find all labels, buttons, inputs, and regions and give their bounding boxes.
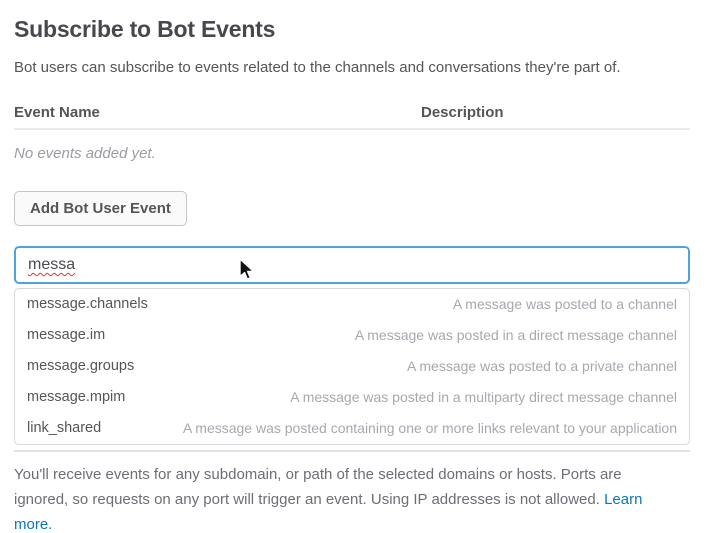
suggestion-name: message.mpim	[27, 389, 126, 405]
add-bot-user-event-button[interactable]: Add Bot User Event	[14, 191, 187, 226]
suggestion-row-message-im[interactable]: message.im A message was posted in a dir…	[15, 320, 689, 351]
empty-events-message: No events added yet.	[14, 145, 156, 162]
suggestion-description: A message was posted in a direct message…	[354, 327, 677, 343]
section-divider	[14, 450, 690, 452]
suggestion-name: message.im	[27, 327, 106, 343]
events-table-header: Event Name Description	[14, 105, 690, 130]
suggestion-row-message-groups[interactable]: message.groups A message was posted to a…	[15, 351, 689, 382]
event-search-value: messa	[28, 256, 76, 273]
suggestion-row-message-mpim[interactable]: message.mpim A message was posted in a m…	[15, 382, 689, 413]
column-header-event-name: Event Name	[14, 104, 100, 121]
suggestion-row-link-shared[interactable]: link_shared A message was posted contain…	[15, 413, 689, 444]
page-title: Subscribe to Bot Events	[14, 16, 276, 42]
suggestion-name: link_shared	[27, 420, 102, 436]
event-suggestions-dropdown: message.channels A message was posted to…	[14, 288, 690, 445]
footer-text: You'll receive events for any subdomain,…	[14, 466, 622, 508]
page-subtitle: Bot users can subscribe to events relate…	[14, 59, 621, 76]
suggestion-name: message.groups	[27, 358, 135, 374]
suggestion-description: A message was posted to a channel	[452, 296, 677, 312]
column-header-description: Description	[421, 104, 504, 121]
suggestion-description: A message was posted containing one or m…	[182, 420, 677, 436]
suggestion-name: message.channels	[27, 296, 148, 312]
learn-more-link[interactable]: Learn more.	[14, 491, 643, 533]
footer-help-text: You'll receive events for any subdomain,…	[14, 462, 676, 533]
suggestion-description: A message was posted to a private channe…	[406, 358, 677, 374]
suggestion-row-message-channels[interactable]: message.channels A message was posted to…	[15, 289, 689, 320]
suggestion-description: A message was posted in a multiparty dir…	[290, 389, 677, 405]
event-search-input[interactable]: messa	[14, 246, 690, 284]
